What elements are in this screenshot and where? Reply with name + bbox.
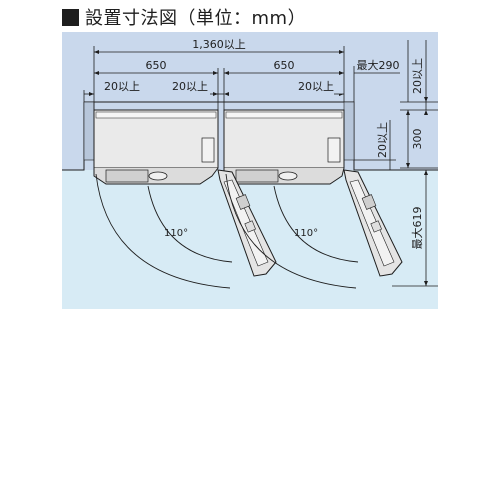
dim-gap-left-inner: 20以上 <box>172 80 208 93</box>
dim-max-619: 最大619 <box>410 207 424 250</box>
left-unit-open-door <box>217 169 277 277</box>
left-angle-label: 110° <box>164 228 188 239</box>
right-outer-arc <box>225 173 357 289</box>
left-unit-knob <box>148 171 168 181</box>
dim-unit-width-left: 650 <box>146 59 167 72</box>
right-unit-open-door <box>343 169 403 277</box>
dim-total-width: 1,360以上 <box>192 38 246 51</box>
right-unit-knob <box>278 171 298 181</box>
dim-side-clearance: 20以上 <box>376 122 389 158</box>
dim-unit-width-right: 650 <box>274 59 295 72</box>
dim-gap-right-inner: 20以上 <box>298 80 334 93</box>
left-unit <box>93 109 219 185</box>
dim-gap-left-outer: 20以上 <box>104 80 140 93</box>
square-bullet-icon <box>62 8 79 26</box>
right-unit <box>223 109 345 185</box>
dim-max-290: 最大290 <box>357 58 400 72</box>
right-angle-label: 110° <box>294 228 318 239</box>
diagram-title: 設置寸法図（単位：mm） <box>62 4 306 30</box>
right-unit-panel <box>235 169 279 183</box>
left-inner-arc <box>147 185 233 263</box>
dim-unit-height: 300 <box>411 129 424 150</box>
title-text: 設置寸法図（単位：mm） <box>85 8 307 29</box>
left-unit-panel <box>105 169 149 183</box>
swing-arcs <box>95 173 359 289</box>
dimension-lines <box>83 40 438 287</box>
left-outer-arc <box>95 173 231 289</box>
right-inner-arc <box>273 185 359 263</box>
dim-top-clearance: 20以上 <box>411 58 424 94</box>
